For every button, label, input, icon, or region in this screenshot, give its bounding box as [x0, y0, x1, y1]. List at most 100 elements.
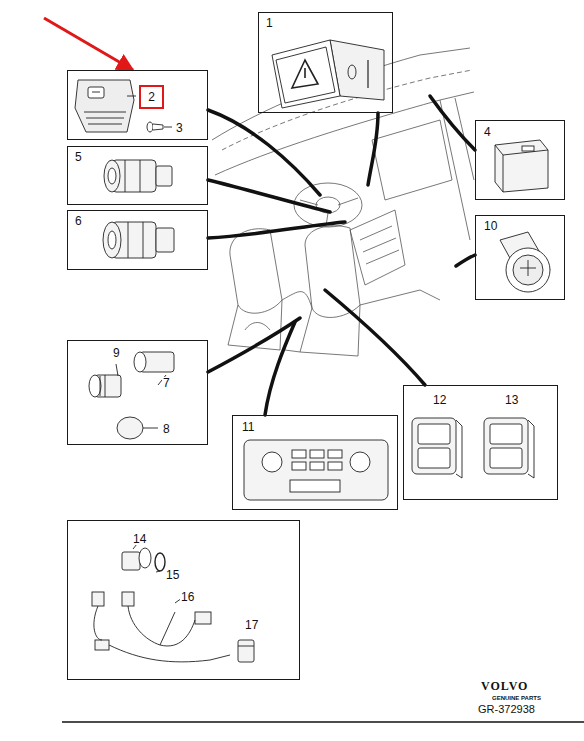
- switch-assembly: [104, 160, 120, 192]
- trim-panel: [75, 80, 134, 132]
- screw: [153, 124, 163, 130]
- trim-panel: [127, 96, 136, 97]
- seat-switch: [418, 424, 450, 444]
- socket-parts: [134, 352, 146, 372]
- callout-number: 8: [162, 423, 171, 435]
- callout-number: 5: [74, 151, 83, 163]
- footer-rule: [62, 722, 584, 723]
- parts-panel: 32: [67, 70, 208, 140]
- parts-panel: 6: [67, 210, 208, 270]
- car-interior: [245, 323, 270, 331]
- parts-panel: 11: [232, 415, 398, 510]
- seat-switch: [490, 448, 522, 468]
- trim-panel: [92, 92, 100, 93]
- screw: [147, 122, 172, 132]
- climate-panel: [262, 452, 282, 472]
- harness-kit: [122, 552, 140, 570]
- footer-rule: [62, 721, 584, 723]
- hazard-switch: [304, 68, 306, 78]
- climate-panel: [310, 462, 324, 470]
- switch-button: [495, 140, 548, 192]
- harness-kit: [139, 548, 151, 568]
- harness-kit: [238, 640, 254, 662]
- climate-panel: [328, 450, 342, 458]
- switch-assembly: [156, 228, 174, 252]
- harness-kit: [238, 646, 254, 647]
- callout-number: 7: [162, 377, 171, 389]
- callout-number: 6: [74, 215, 83, 227]
- leader-lines: [208, 222, 345, 238]
- leader-lines: [456, 255, 475, 266]
- callout-number: 11: [241, 421, 255, 433]
- seat-switch: [528, 420, 534, 478]
- trim-panel: [75, 80, 136, 132]
- seat-switch: [418, 448, 450, 468]
- harness-kit: [195, 612, 211, 624]
- callout-number: 16: [180, 591, 195, 603]
- seat-switch: [484, 418, 528, 474]
- switch-assembly: [103, 222, 121, 258]
- callout-number: 10: [483, 220, 498, 232]
- hazard-switch: [272, 40, 340, 108]
- parts-panel: 4: [475, 120, 565, 200]
- harness-kit: [155, 553, 165, 571]
- climate-panel: [328, 462, 342, 470]
- rotary-knob: [513, 255, 543, 285]
- harness-kit: [92, 592, 104, 606]
- car-interior: [350, 210, 405, 285]
- climate-panel: [292, 462, 306, 470]
- pointer-arrow: [44, 18, 133, 70]
- climate-panel: [244, 440, 388, 500]
- hazard-switch: [292, 60, 318, 88]
- drawing-number: GR-372938: [478, 704, 535, 715]
- parts-panel: 12 13: [403, 385, 558, 500]
- callout-number: 17: [244, 619, 259, 631]
- switch-button: [495, 140, 548, 192]
- parts-panel: 5: [67, 146, 208, 205]
- socket-parts: [116, 364, 166, 428]
- leader-lines: [208, 180, 330, 212]
- socket-parts: [89, 352, 174, 439]
- hazard-switch: [276, 47, 335, 103]
- callout-number: 13: [504, 394, 519, 406]
- callout-number: 12: [432, 394, 447, 406]
- hazard-switch: [272, 40, 384, 108]
- car-interior: [360, 226, 399, 264]
- car-interior: [228, 300, 282, 350]
- switch-button: [495, 145, 548, 192]
- leader-lines: [208, 96, 475, 415]
- switch-assembly: [108, 168, 116, 184]
- climate-panel: [290, 480, 340, 492]
- socket-parts: [89, 375, 101, 397]
- switch-assembly: [108, 231, 116, 249]
- parts-panel: 14151617: [67, 520, 300, 680]
- harness-kit: [133, 544, 160, 572]
- highlight-box: 2: [139, 85, 164, 109]
- car-interior: [440, 98, 474, 240]
- brand-mark: VOLVO: [481, 680, 528, 692]
- car-interior: [230, 229, 282, 313]
- harness-kit: [92, 544, 254, 662]
- parts-panel: 10: [475, 215, 565, 300]
- seat-switch: [412, 418, 456, 474]
- rotary-knob: [520, 260, 536, 276]
- screw: [164, 127, 172, 128]
- climate-panel: [310, 450, 324, 458]
- seat-switch: [456, 420, 462, 478]
- callout-number: 14: [132, 533, 147, 545]
- leader-lines: [430, 96, 475, 150]
- hazard-switch: [367, 60, 368, 88]
- climate-panel: [244, 440, 388, 500]
- harness-kit: [94, 606, 230, 662]
- trim-panel: [88, 87, 104, 98]
- trim-panel: [84, 112, 126, 124]
- car-interior: [372, 120, 452, 200]
- leader-lines: [208, 110, 320, 195]
- socket-parts: [100, 375, 105, 397]
- switch-assembly: [103, 160, 174, 258]
- car-interior: [360, 290, 440, 305]
- leader-lines: [265, 322, 295, 415]
- seat-switch: [412, 418, 534, 478]
- harness-kit: [122, 592, 134, 606]
